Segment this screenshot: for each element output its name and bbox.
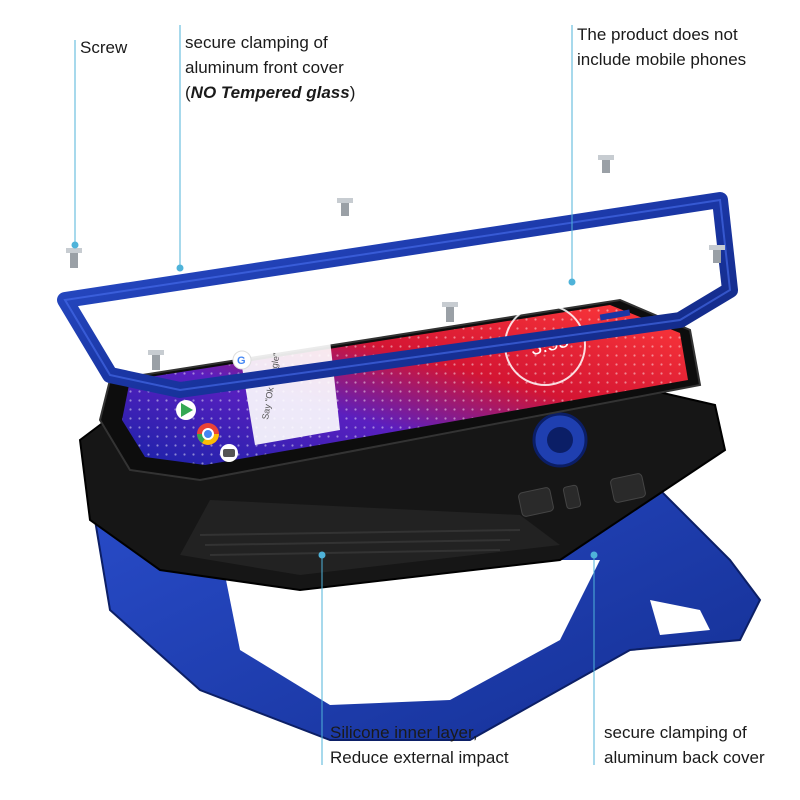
back-cover-label: secure clamping of aluminum back cover <box>604 720 765 770</box>
screw-icon <box>148 350 164 370</box>
screw-icon <box>709 245 725 263</box>
leader-lines <box>71 25 598 765</box>
screw-icon <box>66 248 82 268</box>
silicone-line-2: Reduce external impact <box>330 748 509 767</box>
camera-app-icon <box>220 444 238 462</box>
no-tempered-glass-note: NO Tempered glass <box>190 83 350 102</box>
paren-open: ( <box>185 83 191 102</box>
screw-icon <box>442 302 458 322</box>
silicone-line-1: Silicone inner layer, <box>330 723 478 742</box>
screw-icon <box>598 155 614 173</box>
aluminum-front-cover <box>57 192 738 398</box>
screw-label: Screw <box>80 38 128 57</box>
front-cover-label: secure clamping of aluminum front cover … <box>185 30 355 105</box>
screw-icon <box>337 198 353 216</box>
no-phone-line-1: The product does not <box>577 25 738 44</box>
back-cover-line-1: secure clamping of <box>604 723 747 742</box>
play-store-icon <box>176 400 196 420</box>
google-icon: G <box>232 350 252 370</box>
front-cover-line-3: (NO Tempered glass) <box>185 80 355 105</box>
silicone-label: Silicone inner layer, Reduce external im… <box>330 720 509 770</box>
back-cover-line-2: aluminum back cover <box>604 748 765 767</box>
front-cover-line-1: secure clamping of <box>185 33 328 52</box>
no-phone-label: The product does not include mobile phon… <box>577 22 746 72</box>
no-phone-line-2: include mobile phones <box>577 50 747 69</box>
svg-text:G: G <box>237 355 246 367</box>
front-cover-line-2: aluminum front cover <box>185 58 344 77</box>
paren-close: ) <box>349 83 356 102</box>
chrome-icon <box>197 423 219 445</box>
